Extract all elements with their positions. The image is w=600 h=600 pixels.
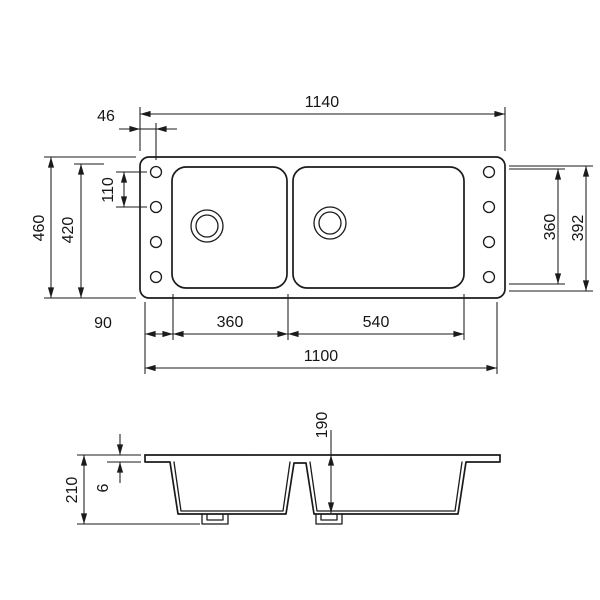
- dim-overall-height: 210: [64, 454, 200, 525]
- dim-label: 190: [314, 412, 331, 439]
- drain-inner: [320, 513, 338, 521]
- dim-hole-pitch: 110: [100, 171, 147, 208]
- dim-overall-width: 1140: [139, 94, 506, 151]
- faucet-holes: [149, 165, 496, 284]
- left-bowl-profile-inner: [173, 461, 291, 512]
- dim-bowl-depth-outer: 392: [509, 165, 593, 292]
- dim-label: 360: [542, 214, 559, 241]
- drain-inner-circle: [195, 214, 219, 238]
- dim-label: 460: [31, 215, 48, 242]
- faucet-hole: [482, 270, 496, 284]
- drain-inner-circle: [318, 211, 342, 235]
- dim-left-margin: 90: [94, 315, 173, 338]
- dim-label: 420: [60, 217, 77, 244]
- right-bowl-outline: [292, 166, 465, 289]
- dim-label: 1100: [304, 348, 339, 365]
- left-bowl-outline: [171, 166, 288, 289]
- dim-label: 392: [570, 215, 587, 242]
- right-drain-section: [315, 513, 343, 525]
- dim-label: 110: [100, 177, 117, 203]
- top-view: 1140 46 110 460 420: [31, 94, 593, 374]
- dim-bowl-depth-inner: 360: [509, 168, 565, 285]
- left-drain: [190, 209, 224, 243]
- left-drain-section: [201, 513, 229, 525]
- drain-inner: [206, 513, 224, 521]
- drain-outer-circle: [190, 209, 224, 243]
- dim-right-bowl-width: 540: [288, 314, 464, 338]
- dim-hole-inset: 46: [97, 108, 177, 160]
- dim-label: 46: [97, 108, 115, 125]
- drain-body: [201, 513, 229, 525]
- faucet-hole: [149, 200, 163, 214]
- dim-label: 90: [94, 315, 112, 332]
- faucet-hole: [482, 165, 496, 179]
- dim-inner-depth: 420: [60, 163, 104, 298]
- drain-outer-circle: [313, 206, 347, 240]
- sink-profile-outer: [144, 454, 501, 515]
- faucet-hole: [149, 235, 163, 249]
- dim-left-bowl-width: 360: [173, 314, 288, 338]
- right-drain: [313, 206, 347, 240]
- faucet-hole: [149, 165, 163, 179]
- dim-label: 360: [217, 314, 244, 331]
- bottom-extension-lines: [144, 294, 498, 374]
- dim-label: 6: [95, 483, 112, 492]
- section-view: 210 6 190: [64, 412, 501, 525]
- dim-label: 1140: [305, 94, 340, 111]
- drain-body: [315, 513, 343, 525]
- dim-rim-thickness: 6: [95, 434, 141, 492]
- dim-label: 210: [64, 477, 81, 504]
- faucet-hole: [482, 235, 496, 249]
- sink-outline: [139, 156, 506, 299]
- faucet-hole: [149, 270, 163, 284]
- dim-label: 540: [363, 314, 390, 331]
- right-bowl-profile-inner: [309, 461, 463, 512]
- faucet-hole: [482, 200, 496, 214]
- dim-inner-width: 1100: [145, 348, 497, 372]
- dim-overall-depth: 460: [31, 156, 136, 299]
- dim-bowl-depth: 190: [314, 412, 335, 513]
